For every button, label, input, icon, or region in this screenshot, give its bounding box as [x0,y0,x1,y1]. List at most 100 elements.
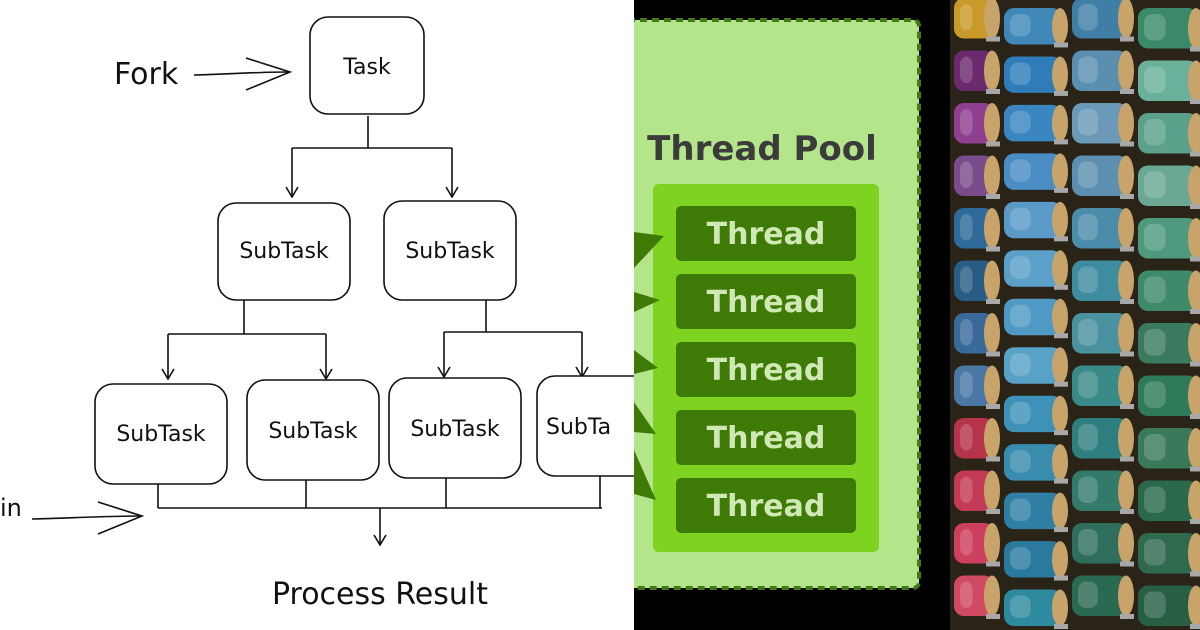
spool-end-cap [1118,575,1134,616]
spool-highlight [1078,161,1098,188]
fork-join-diagram: Fork in Task SubTask SubTask [0,16,634,612]
thread-spool [1138,60,1198,101]
fork-join-svg: Fork in Task SubTask SubTask [0,16,634,612]
rack-peg [986,194,1004,199]
spool-highlight [1078,319,1098,346]
spool-highlight [1078,266,1098,293]
spool-end-cap [1188,270,1200,311]
spool-highlight [960,4,973,31]
rack-peg [1120,36,1138,42]
rack-peg [1190,361,1200,367]
spool-highlight [1010,256,1031,279]
rack-peg [1120,456,1138,462]
spool-end-cap [1188,585,1200,626]
spool-highlight [1010,159,1031,182]
spool-end-cap [1188,218,1200,259]
spool-end-cap [1052,201,1068,239]
thread-spool [1072,260,1128,301]
thread-spool [1138,113,1198,154]
thread-spool [1138,585,1198,626]
rack-peg [1054,90,1072,96]
thread-spool [954,50,994,91]
rack-peg [1190,624,1200,629]
spool-end-cap [1118,313,1134,354]
spool-end-cap [1188,8,1200,49]
thread-spool [954,418,994,459]
thread-spool [1138,8,1198,49]
rack-peg [1054,624,1072,629]
fork-connectors [161,116,589,381]
spool-end-cap [1118,155,1134,196]
spool-highlight [960,161,973,188]
subtask-node: SubTask [388,377,522,479]
subtask-node: SubTask [94,383,228,485]
spool-highlight [1078,424,1098,451]
thread-spool [1138,375,1198,416]
rack-peg [986,89,1004,94]
spool-end-cap [1118,470,1134,511]
rack-peg [1120,509,1138,514]
spool-highlight [960,581,973,608]
thread-spool [1072,523,1128,564]
spool-highlight [1144,486,1166,513]
rack-peg [1054,575,1072,581]
spool-end-cap [1118,208,1134,249]
thread-box [676,274,856,329]
spool-highlight [960,529,973,556]
spool-highlight [1144,119,1166,146]
spool-end-cap [984,0,1000,39]
thread-spool [1138,323,1198,364]
thread-spool [954,523,994,564]
spool-end-cap [984,418,1000,459]
rack-peg [1190,571,1200,577]
process-result-label: Process Result [272,577,488,612]
rack-peg [1120,89,1138,94]
thread-spool [1004,201,1062,239]
spool-highlight [1078,56,1098,83]
spool-end-cap [1052,347,1068,384]
thread-spool [954,208,994,249]
thread-spools-photo [950,0,1200,630]
spool-end-cap [1188,428,1200,469]
subtask-label: SubTask [410,417,500,442]
spool-end-cap [1052,395,1068,433]
spool-highlight [1010,547,1031,570]
thread-item: Thread [676,206,856,261]
spool-end-cap [1052,104,1068,142]
thread-spool [1072,155,1128,196]
rack-peg [1190,519,1200,524]
rack-peg [1054,478,1072,484]
thread-item: Thread [676,342,856,397]
thread-spool [1004,347,1062,384]
thread-spool [954,260,994,301]
thread-spool [954,470,994,511]
thread-spool [1138,270,1198,311]
thread-spool [1004,395,1062,433]
spool-end-cap [984,575,1000,616]
subtask-node: SubTask [383,200,517,301]
task-node: Task [309,16,425,115]
thread-spool [1004,250,1062,287]
thread-pool-title: Thread Pool [647,129,877,169]
rack-peg [986,509,1004,514]
spool-end-cap [984,313,1000,354]
spool-highlight [1144,381,1166,408]
rack-peg [1054,42,1072,48]
spool-column-shadow [1134,0,1200,630]
spool-end-cap [984,208,1000,249]
spool-end-cap [1188,60,1200,101]
thread-item: Thread [676,478,856,533]
spool-end-cap [1052,541,1068,578]
thread-spool [1004,8,1062,45]
spool-end-cap [1052,56,1068,93]
spool-highlight [960,424,973,451]
spool-highlight [1078,4,1098,31]
spool-highlight [1010,498,1031,522]
thread-spool [1072,103,1128,144]
subtask-node: SubTask [217,202,351,301]
thread-spool [1004,56,1062,93]
join-label: in [0,494,22,522]
